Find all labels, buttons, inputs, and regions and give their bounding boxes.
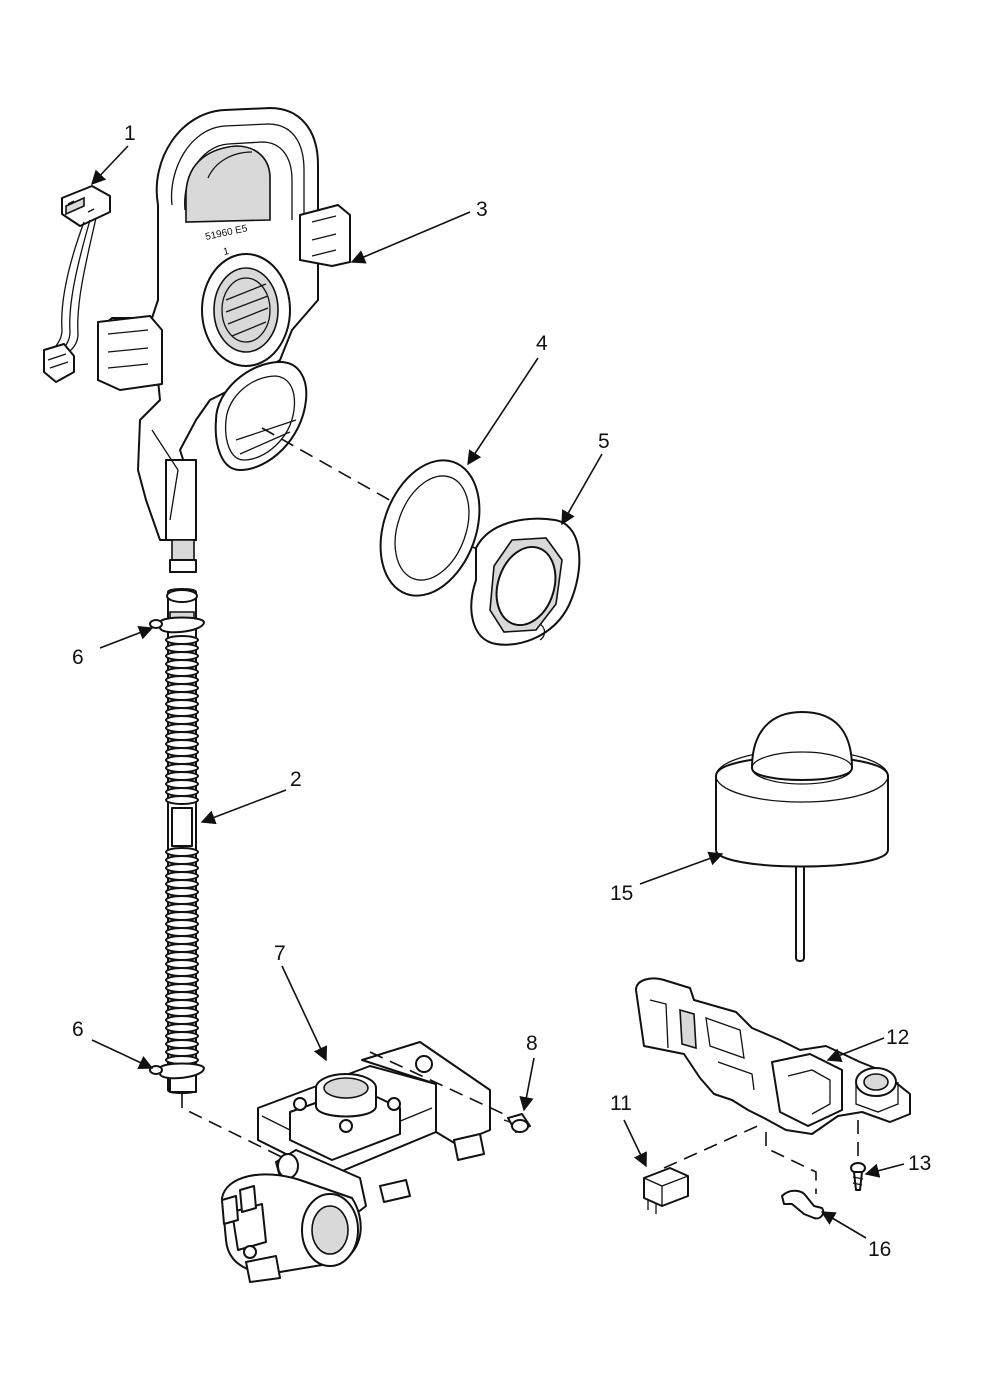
hose-corrugation-ring [165,975,199,985]
leader-4 [467,357,539,466]
hose-corrugation-ring [165,771,199,781]
screw-part-8 [503,1113,531,1133]
callout-13: 13 [908,1152,931,1175]
hose-corrugation-ring [165,887,199,897]
callout-6-upper: 6 [72,646,84,669]
wire-harness-part [43,185,111,383]
hose-corrugation-ring [165,643,199,653]
callout-3: 3 [476,198,488,221]
callout-2: 2 [290,768,302,791]
screw-part-13 [850,1162,866,1191]
leader-5 [561,453,603,526]
hose-corrugation-ring [165,951,199,961]
leader-7 [281,965,328,1062]
hose-corrugation-ring [165,691,199,701]
hose-corrugation-ring [165,1007,199,1017]
hose-corrugation-ring [165,667,199,677]
hose-corrugation-ring [165,983,199,993]
hose-corrugation-ring [165,959,199,969]
hose-corrugation-ring [165,1015,199,1025]
assembly-line-lever [765,1132,817,1194]
hose-corrugation-ring [165,795,199,805]
hose-clamp-lower [149,1062,205,1080]
callout-5: 5 [598,430,610,453]
assembly-line-screw [369,1051,509,1117]
hose-part [165,588,199,1094]
callout-12: 12 [886,1026,909,1049]
callout-4: 4 [536,332,548,355]
leader-16 [820,1211,867,1239]
hose-corrugation-ring [165,747,199,757]
leader-1 [91,145,129,186]
hose-corrugation-ring [165,847,199,857]
hose-corrugation-ring [165,895,199,905]
hose-corrugation-ring [165,763,199,773]
leader-13 [864,1163,905,1178]
lever-part [781,1189,825,1220]
hose-corrugation-ring [165,911,199,921]
callout-15: 15 [610,882,633,905]
hose-corrugation-ring [165,999,199,1009]
hose-corrugation-ring [165,651,199,661]
assembly-line-housing [261,427,511,569]
manifold-housing-part: 51960 E5 1 [97,107,351,573]
leader-2 [200,789,287,825]
leader-arrows [91,145,905,1239]
leader-12 [826,1037,885,1062]
hose-corrugation-ring [165,919,199,929]
callout-1: 1 [124,122,136,145]
leader-11 [623,1119,647,1168]
leader-3 [350,211,471,264]
hose-corrugation-ring [165,755,199,765]
hose-corrugation-ring [165,635,199,645]
assembly-line-hose [181,1094,301,1167]
hose-corrugations-lower [165,847,199,1065]
microswitch-part [643,1167,689,1214]
hose-corrugation-ring [165,787,199,797]
part-stamp-line2: 1 [222,246,230,258]
hose-corrugation-ring [165,707,199,717]
switch-bracket-part [635,977,911,1135]
hose-corrugation-ring [165,1047,199,1057]
leader-8 [519,1057,535,1112]
hose-corrugation-ring [165,935,199,945]
hose-corrugation-ring [165,683,199,693]
hose-corrugation-ring [165,879,199,889]
hose-corrugation-ring [165,699,199,709]
callout-6-lower: 6 [72,1018,84,1041]
hose-corrugation-ring [165,903,199,913]
hose-corrugation-ring [165,715,199,725]
callout-7: 7 [274,942,286,965]
water-valve-part [221,1041,491,1283]
hose-corrugation-ring [165,927,199,937]
callout-11: 11 [610,1092,632,1115]
hose-corrugations-upper [165,635,199,805]
callout-8: 8 [526,1032,538,1055]
hex-nut-part [470,517,581,646]
assembly-line-switch [663,1123,763,1169]
hose-corrugation-ring [165,731,199,741]
hose-corrugation-ring [165,723,199,733]
hose-corrugation-ring [165,779,199,789]
hose-corrugation-ring [165,967,199,977]
hose-corrugation-ring [165,659,199,669]
hose-corrugation-ring [165,675,199,685]
leader-15 [639,851,724,885]
hose-corrugation-ring [165,739,199,749]
hose-corrugation-ring [165,943,199,953]
leader-6-upper [99,625,154,649]
washer-part [379,459,481,597]
hose-corrugation-ring [165,871,199,881]
hose-corrugation-ring [165,855,199,865]
float-part [715,711,889,962]
callout-labels: 1 3 4 5 6 2 15 7 6 8 12 11 13 16 [72,122,931,1261]
hose-corrugation-ring [165,991,199,1001]
hose-corrugation-ring [165,1039,199,1049]
leader-6-lower [91,1039,154,1070]
hose-corrugation-ring [165,1023,199,1033]
hose-corrugation-ring [165,863,199,873]
hose-corrugation-ring [165,1031,199,1041]
callout-16: 16 [868,1238,891,1261]
